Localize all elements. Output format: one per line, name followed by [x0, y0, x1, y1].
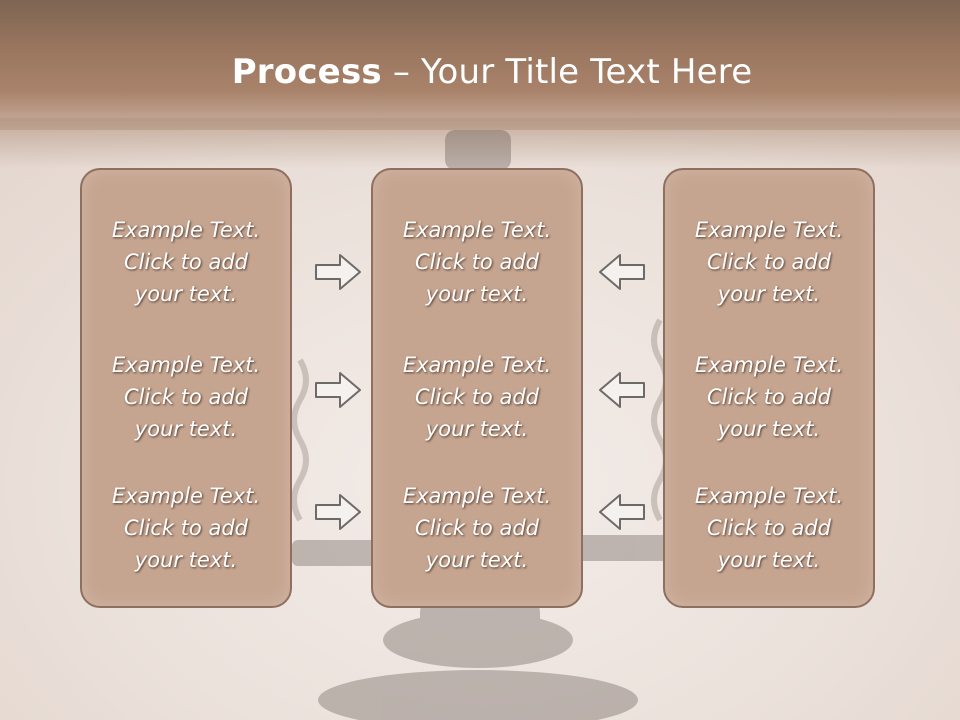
arrow-right-icon[interactable] — [314, 252, 362, 292]
arrow-right-icon[interactable] — [314, 370, 362, 410]
text-placeholder[interactable]: Example Text. Click to add your text. — [665, 349, 873, 445]
text-line: your text. — [134, 548, 238, 572]
text-line: your text. — [717, 417, 821, 441]
text-line: Example Text. — [402, 484, 552, 508]
text-line: Click to add — [706, 385, 831, 409]
text-line: Click to add — [123, 516, 248, 540]
text-line: Click to add — [414, 516, 539, 540]
text-line: your text. — [717, 282, 821, 306]
text-line: Example Text. — [111, 484, 261, 508]
text-line: your text. — [425, 417, 529, 441]
text-placeholder[interactable]: Example Text. Click to add your text. — [82, 214, 290, 310]
text-line: Example Text. — [694, 484, 844, 508]
text-line: your text. — [134, 417, 238, 441]
text-placeholder[interactable]: Example Text. Click to add your text. — [665, 214, 873, 310]
text-line: Click to add — [414, 250, 539, 274]
text-line: Click to add — [123, 250, 248, 274]
arrow-right-icon[interactable] — [314, 492, 362, 532]
title-bold: Process — [231, 52, 382, 92]
text-placeholder[interactable]: Example Text. Click to add your text. — [82, 349, 290, 445]
title-banner — [0, 0, 960, 130]
text-line: Example Text. — [694, 218, 844, 242]
slide-title[interactable]: Process – Your Title Text Here — [0, 52, 960, 92]
process-box-middle[interactable]: Example Text. Click to add your text. Ex… — [371, 168, 583, 608]
text-line: Click to add — [706, 516, 831, 540]
text-line: Click to add — [123, 385, 248, 409]
text-placeholder[interactable]: Example Text. Click to add your text. — [373, 214, 581, 310]
text-line: your text. — [717, 548, 821, 572]
arrow-left-icon[interactable] — [598, 492, 646, 532]
process-box-left[interactable]: Example Text. Click to add your text. Ex… — [80, 168, 292, 608]
text-placeholder[interactable]: Example Text. Click to add your text. — [665, 480, 873, 576]
arrow-left-icon[interactable] — [598, 370, 646, 410]
text-line: your text. — [425, 282, 529, 306]
text-line: Example Text. — [402, 353, 552, 377]
text-line: Example Text. — [111, 218, 261, 242]
text-line: your text. — [134, 282, 238, 306]
text-line: Click to add — [414, 385, 539, 409]
text-line: Click to add — [706, 250, 831, 274]
text-placeholder[interactable]: Example Text. Click to add your text. — [373, 349, 581, 445]
text-placeholder[interactable]: Example Text. Click to add your text. — [373, 480, 581, 576]
text-line: Example Text. — [111, 353, 261, 377]
process-box-right[interactable]: Example Text. Click to add your text. Ex… — [663, 168, 875, 608]
text-line: Example Text. — [402, 218, 552, 242]
arrow-left-icon[interactable] — [598, 252, 646, 292]
banner-fade — [0, 118, 960, 168]
text-placeholder[interactable]: Example Text. Click to add your text. — [82, 480, 290, 576]
text-line: Example Text. — [694, 353, 844, 377]
text-line: your text. — [425, 548, 529, 572]
title-rest: – Your Title Text Here — [381, 52, 753, 92]
